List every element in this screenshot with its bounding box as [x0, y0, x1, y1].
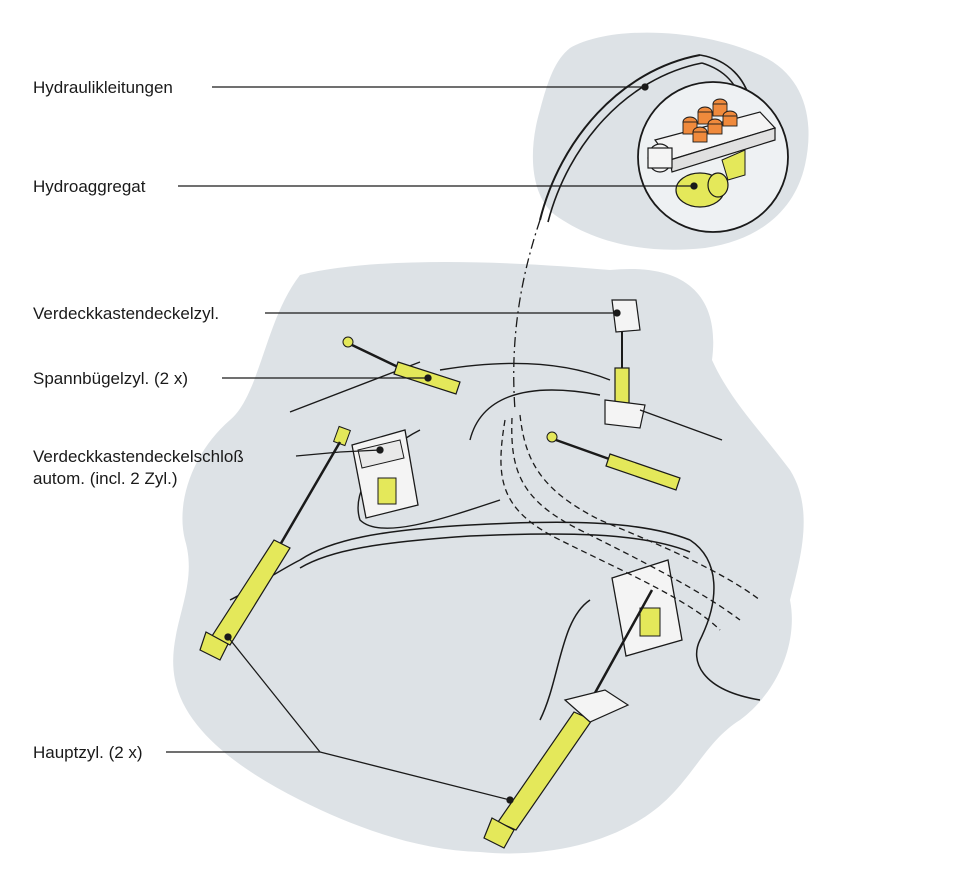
bracket-plate: [563, 689, 630, 723]
hydroaggregat-detail: [637, 81, 789, 233]
label-verdeckkastendeckelzyl: Verdeckkastendeckelzyl.: [33, 304, 220, 323]
spannbuegel-cylinder-right: [546, 431, 681, 491]
leader-lines: [166, 83, 698, 804]
background-shape-main: [173, 261, 804, 854]
verdeckkastendeckel-lock-left: [351, 429, 419, 519]
dashed-hoses: [500, 414, 761, 631]
label-hydraulikleitungen: Hydraulikleitungen: [33, 78, 173, 97]
label-hydroaggregat: Hydroaggregat: [33, 177, 146, 196]
label-verdeckkastendeckelschloss-line1: Verdeckkastendeckelschloß: [33, 447, 244, 466]
label-hauptzyl: Hauptzyl. (2 x): [33, 743, 143, 762]
hauptzylinder-left: [199, 425, 352, 661]
label-verdeckkastendeckelschloss-line2: autom. (incl. 2 Zyl.): [33, 469, 178, 488]
verdeckkastendeckel-cylinder: [604, 299, 646, 429]
label-spannbuegelzyl: Spannbügelzyl. (2 x): [33, 369, 188, 388]
hauptzylinder-right: [483, 589, 654, 849]
